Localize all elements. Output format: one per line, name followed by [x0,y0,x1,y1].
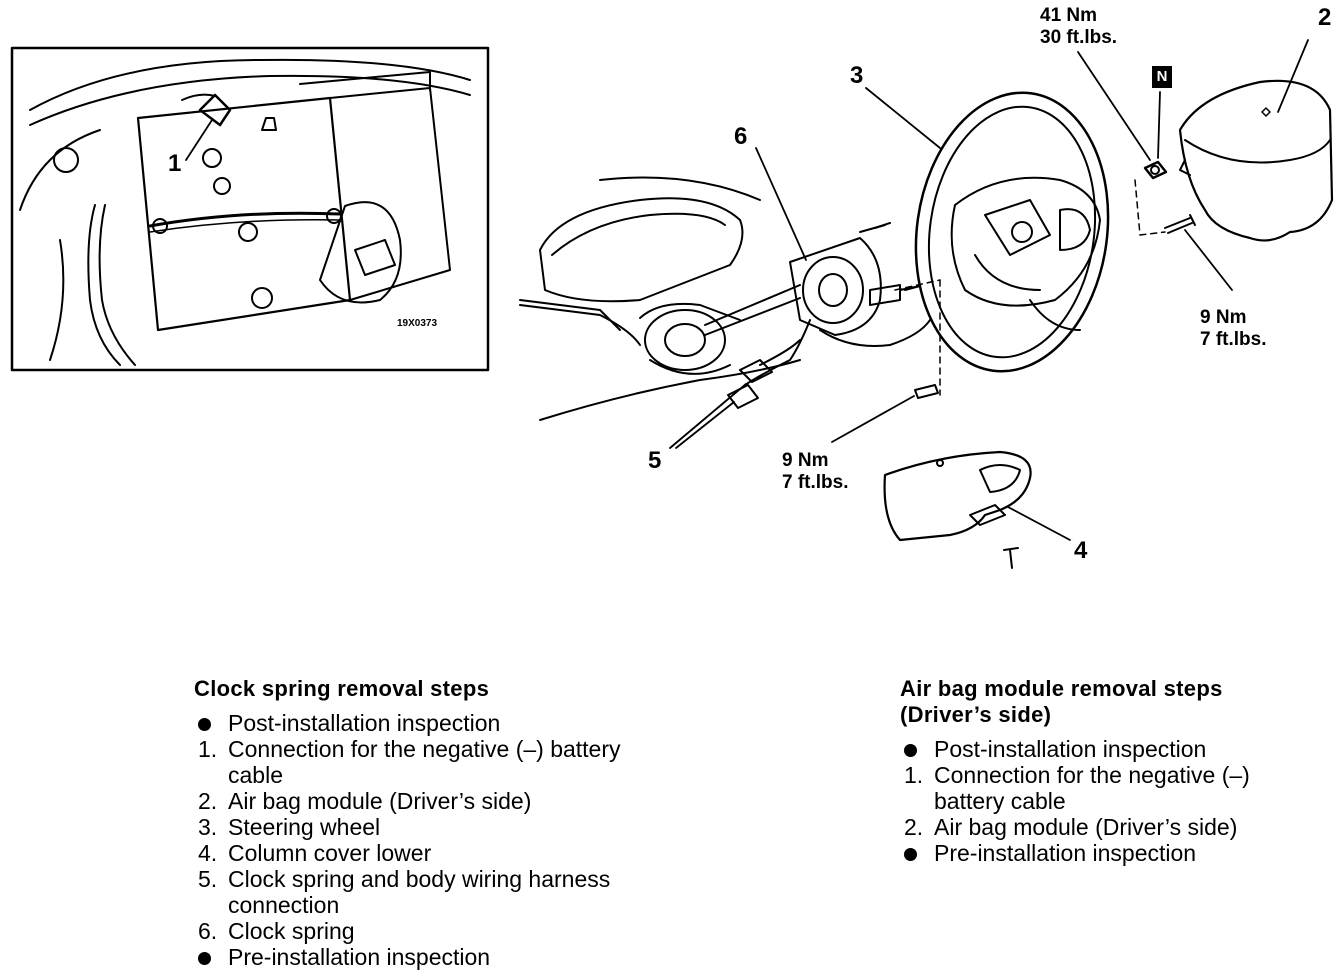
step-text: Connection for the negative (–) battery … [228,736,621,788]
step-text: Pre-installation inspection [228,944,491,970]
leader-lines [185,39,1309,541]
list-item: 5. Clock spring and body wiring harness c… [194,866,644,918]
step-text: Clock spring and body wiring harness con… [228,866,611,918]
list-item: 6. Clock spring [194,918,644,944]
step-text: Post-installation inspection [934,736,1207,762]
step-number: 4. [198,840,218,866]
airbag-list: Post-installation inspection 1. Connectio… [900,736,1320,866]
bullet-icon [198,710,222,736]
list-item: 1. Connection for the negative (–) batter… [194,736,644,788]
step-text: Clock spring [228,918,355,944]
callout-5: 5 [648,447,662,474]
step-text: Post-installation inspection [228,710,501,736]
torque-right-nm: 9 Nm [1200,307,1247,328]
step-text: Column cover lower [228,840,432,866]
airbag-module [1178,79,1334,242]
callout-4: 4 [1074,537,1088,564]
steering-wheel [914,91,1110,373]
step-text: Connection for the negative (–) battery … [934,762,1250,814]
clock-spring-title: Clock spring removal steps [194,676,490,701]
callout-2: 2 [1318,4,1332,31]
clock-spring-list: Post-installation inspection 1. Connectio… [194,710,644,970]
list-item: 4. Column cover lower [194,840,644,866]
column-cover-lower [883,450,1032,542]
step-text: Air bag module (Driver’s side) [934,814,1238,840]
step-text: Steering wheel [228,814,381,840]
list-item: 2. Air bag module (Driver’s side) [194,788,644,814]
list-item: Post-installation inspection [900,736,1320,762]
torque-right-ftlbs: 7 ft.lbs. [1200,329,1267,350]
clock-spring-steps: Clock spring removal steps Post-installa… [194,676,644,970]
bullet-icon [904,840,928,866]
callout-1: 1 [168,150,182,177]
torque-bottom: 9 Nm 7 ft.lbs. [782,450,849,494]
clock-spring [744,224,931,386]
list-item: 2. Air bag module (Driver’s side) [900,814,1320,840]
step-number: 1. [904,762,924,788]
callout-3: 3 [850,62,864,89]
step-number: 2. [198,788,218,814]
steering-column [519,284,801,375]
torque-bottom-ftlbs: 7 ft.lbs. [782,472,849,493]
fasteners [874,160,1196,569]
list-item: 1. Connection for the negative (–) batter… [900,762,1320,814]
battery-inset [10,46,490,372]
list-item: Post-installation inspection [194,710,644,736]
column-cover-upper [519,176,801,421]
step-number: 1. [198,736,218,762]
step-number: 6. [198,918,218,944]
bullet-icon [198,944,222,970]
torque-top-nm: 41 Nm [1040,5,1098,26]
airbag-title: Air bag module removal steps [900,676,1223,701]
torque-top: 41 Nm 30 ft.lbs. [1040,5,1117,49]
list-item: 3. Steering wheel [194,814,644,840]
alignment-lines [894,179,1166,396]
nut-symbol: N [1152,66,1172,88]
torque-top-ftlbs: 30 ft.lbs. [1040,27,1118,48]
inset-code: 19X0373 [397,318,438,329]
step-number: 3. [198,814,218,840]
airbag-steps: Air bag module removal steps (Driver’s s… [900,676,1320,866]
list-item: Pre-installation inspection [194,944,644,970]
airbag-subtitle: (Driver’s side) [900,702,1052,727]
list-item: Pre-installation inspection [900,840,1320,866]
step-number: 5. [198,866,218,892]
bullet-icon [904,736,928,762]
torque-right: 9 Nm 7 ft.lbs. [1200,307,1267,351]
step-text: Air bag module (Driver’s side) [228,788,532,814]
torque-bottom-nm: 9 Nm [782,450,829,471]
step-text: Pre-installation inspection [934,840,1197,866]
step-number: 2. [904,814,924,840]
callout-6: 6 [734,123,748,150]
